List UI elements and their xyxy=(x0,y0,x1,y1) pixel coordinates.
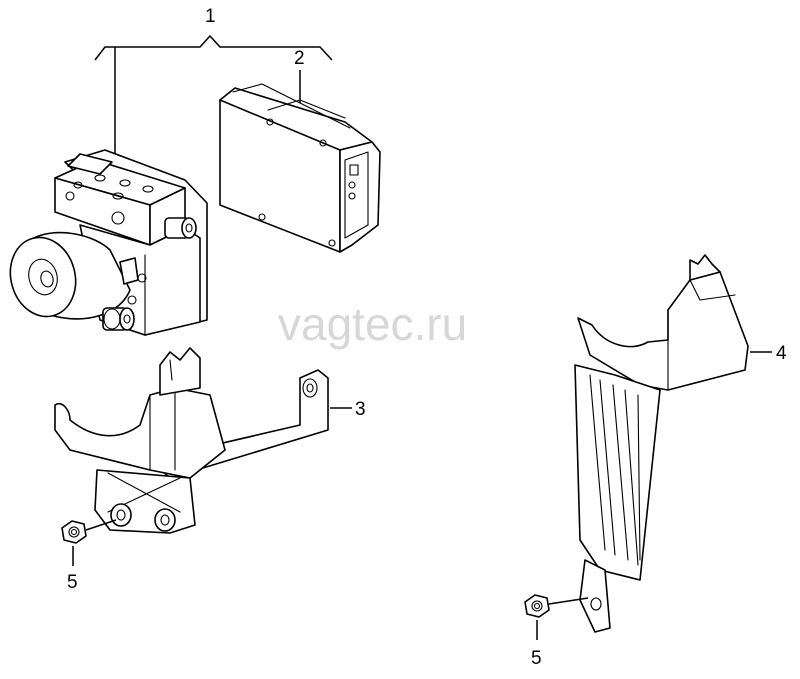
callout-3-label[interactable]: 3 xyxy=(355,399,366,420)
callout-5b-leader xyxy=(548,597,589,605)
callout-1-bracket xyxy=(94,34,333,158)
watermark: vagtec.ru xyxy=(278,298,467,350)
callout-2-label[interactable]: 2 xyxy=(294,48,305,69)
callout-4-label[interactable]: 4 xyxy=(776,343,787,364)
bracket-left xyxy=(54,347,329,534)
callout-1-label[interactable]: 1 xyxy=(205,6,216,27)
callout-5b-label[interactable]: 5 xyxy=(531,648,542,669)
callout-5a-leader xyxy=(85,519,117,531)
bracket-right xyxy=(574,254,749,633)
nut-right xyxy=(524,594,550,618)
callout-5a-label[interactable]: 5 xyxy=(67,572,78,593)
control-unit xyxy=(219,83,381,253)
nut-left xyxy=(61,520,87,544)
abs-hydraulic-unit xyxy=(9,149,208,336)
